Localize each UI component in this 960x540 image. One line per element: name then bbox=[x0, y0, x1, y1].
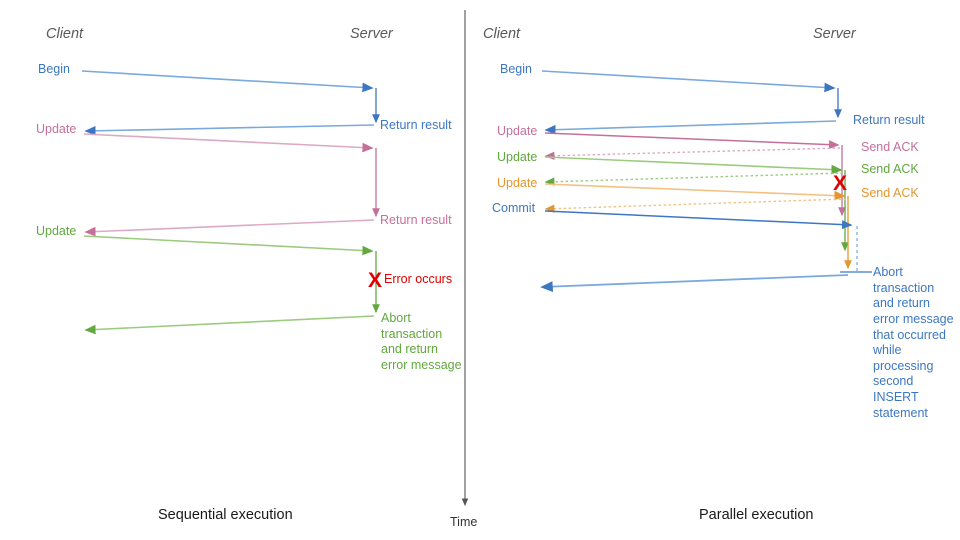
left-msg-update-2: Update bbox=[36, 224, 77, 238]
left-msg-update-1: Update bbox=[36, 122, 77, 136]
arrow-return-result-1 bbox=[84, 124, 375, 136]
arrow-return-result-2 bbox=[84, 219, 375, 237]
right-msg-return-result: Return result bbox=[853, 113, 925, 127]
left-error-marker-icon: X bbox=[368, 269, 383, 292]
left-panel-caption: Sequential execution bbox=[158, 507, 293, 523]
right-msg-abort-block: Abort transaction and return error messa… bbox=[873, 265, 954, 420]
right-server-header: Server bbox=[813, 26, 856, 42]
arrow-send-ack-orange bbox=[544, 198, 847, 213]
arrow-commit-request bbox=[544, 210, 853, 230]
arrow-begin-request bbox=[81, 70, 374, 93]
left-client-header: Client bbox=[46, 26, 84, 42]
right-client-header: Client bbox=[483, 26, 521, 42]
right-msg-send-ack-orange: Send ACK bbox=[861, 186, 919, 200]
right-panel-caption: Parallel execution bbox=[699, 507, 814, 523]
left-server-header: Server bbox=[350, 26, 393, 42]
right-msg-update-green: Update bbox=[497, 150, 538, 164]
arrow-update-orange-request bbox=[544, 183, 846, 201]
right-msg-update-orange: Update bbox=[497, 176, 538, 190]
left-msg-begin: Begin bbox=[38, 62, 70, 76]
right-msg-begin: Begin bbox=[500, 62, 532, 76]
arrow-abort-return-p bbox=[540, 274, 849, 292]
left-msg-return-result-1: Return result bbox=[380, 118, 452, 132]
left-msg-return-result-2: Return result bbox=[380, 213, 452, 227]
arrow-send-ack-green bbox=[544, 172, 844, 186]
arrow-abort-return bbox=[84, 315, 375, 335]
right-msg-send-ack-pink: Send ACK bbox=[861, 140, 919, 154]
left-panel-arrows bbox=[81, 70, 380, 335]
arrow-send-ack-pink bbox=[544, 147, 841, 160]
right-error-marker-icon: X bbox=[833, 172, 848, 195]
arrow-update-1-request bbox=[83, 133, 374, 153]
arrow-update-pink-request bbox=[544, 132, 840, 150]
arrow-return-result-p bbox=[544, 120, 837, 135]
time-axis-label: Time bbox=[450, 515, 478, 529]
arrow-update-green-request bbox=[544, 156, 843, 175]
arrow-begin-request-p bbox=[541, 70, 836, 93]
arrow-update-2-request bbox=[83, 235, 374, 256]
right-msg-send-ack-green: Send ACK bbox=[861, 162, 919, 176]
right-msg-commit: Commit bbox=[492, 201, 536, 215]
left-msg-error-occurs: Error occurs bbox=[384, 272, 453, 286]
right-msg-update-pink: Update bbox=[497, 124, 538, 138]
right-panel-arrows bbox=[540, 70, 872, 292]
left-msg-abort-block: Abort transaction and return error messa… bbox=[381, 311, 462, 372]
